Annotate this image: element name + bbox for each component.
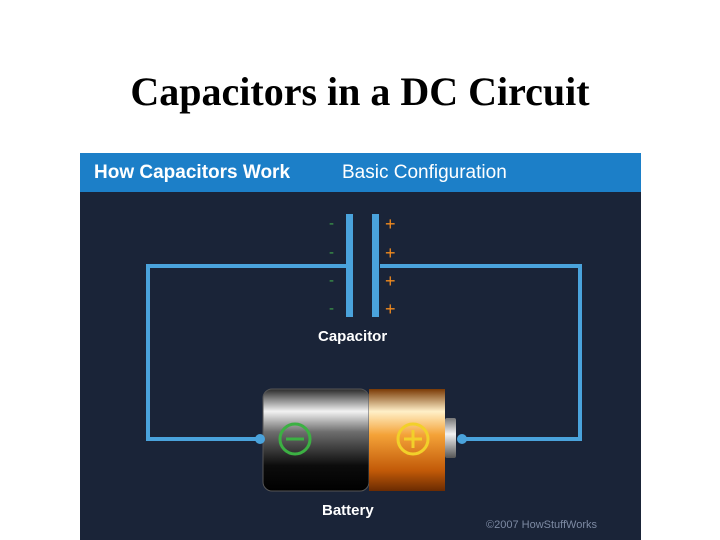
capacitor-label: Capacitor: [318, 328, 388, 345]
figure-header-title: How Capacitors Work: [94, 162, 291, 183]
plus-sign: +: [385, 243, 396, 263]
battery: [262, 388, 456, 492]
circuit-wire: [146, 264, 582, 441]
figure-header-subtitle: Basic Configuration: [342, 162, 507, 183]
minus-sign: -: [329, 244, 334, 261]
battery-label: Battery: [322, 502, 374, 519]
capacitor-diagram: How Capacitors Work Basic Configuration: [80, 153, 641, 540]
minus-sign: -: [329, 272, 334, 289]
plus-sign: +: [385, 299, 396, 319]
plus-sign: +: [385, 271, 396, 291]
minus-sign: -: [329, 300, 334, 317]
minus-sign: -: [329, 215, 334, 232]
plus-sign: +: [385, 214, 396, 234]
slide-title: Capacitors in a DC Circuit: [130, 69, 590, 114]
circle-minus-icon: [278, 422, 312, 456]
figure-header: How Capacitors Work Basic Configuration: [80, 153, 641, 192]
positive-charge-signs: + + + +: [385, 214, 396, 319]
copyright-notice: ©2007 HowStuffWorks: [486, 519, 598, 531]
circle-plus-icon: [396, 422, 430, 456]
capacitor-plate-negative: [346, 214, 353, 317]
negative-charge-signs: - - - -: [329, 215, 334, 317]
circuit-drawing: - - - - + + + +: [146, 214, 582, 492]
capacitor-plate-positive: [372, 214, 379, 317]
battery-positive-terminal-dot: [457, 434, 467, 444]
battery-negative-terminal-dot: [255, 434, 265, 444]
